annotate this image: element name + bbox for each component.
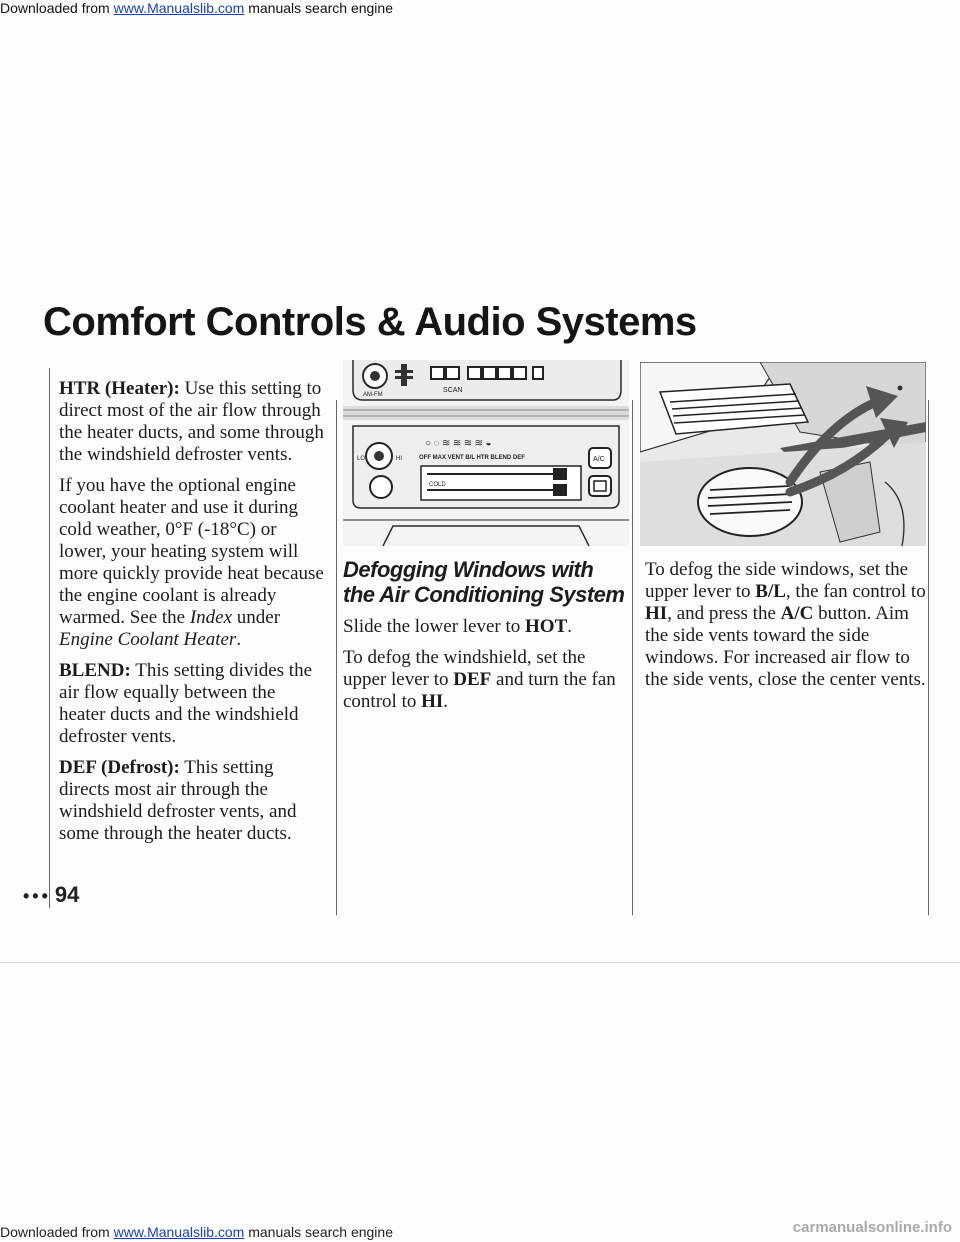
left-text-column: HTR (Heater): Use this setting to direct… [59, 378, 325, 854]
side-vent-figure [640, 362, 926, 546]
svg-text:○ ◌ ≋ ≋ ≋ ≋ ◒: ○ ◌ ≋ ≋ ≋ ≋ ◒ [425, 438, 492, 449]
download-banner-bottom: Downloaded from www.Manualslib.com manua… [0, 1224, 393, 1240]
right-text-column: To defog the side windows, set the upper… [645, 559, 927, 700]
airflow-arrow-lower [785, 427, 895, 497]
blend-paragraph: BLEND: This setting divides the air flow… [59, 660, 313, 747]
right-margin-rule [928, 400, 929, 915]
page-number: •••94 [23, 882, 80, 907]
download-banner: Downloaded from www.Manualslib.com manua… [0, 0, 393, 16]
page-bottom-line [0, 962, 960, 963]
banner-prefix: Downloaded from [0, 0, 110, 16]
defogging-heading: Defogging Windows with the Air Condition… [343, 557, 625, 607]
defroster-vent [658, 383, 810, 435]
banner-suffix: manuals search engine [248, 0, 393, 16]
manualslib-link[interactable]: www.Manualslib.com [113, 0, 245, 16]
def-paragraph: DEF (Defrost): This setting directs most… [59, 757, 297, 844]
lo-label: LO [357, 456, 365, 462]
mode-labels: OFF MAX VENT B/L HTR BLEND DEF [419, 455, 525, 461]
htr-paragraph: HTR (Heater): Use this setting to direct… [59, 378, 324, 465]
watermark: carmanualsonline.info [792, 1219, 952, 1236]
left-margin-rule [49, 368, 50, 908]
climate-panel-figure: SCAN AM-FM LO HI OFF MAX VENT B/L HTR BL… [343, 360, 629, 546]
column-divider-1 [336, 400, 337, 915]
lower-lever-paragraph: Slide the lower lever to HOT. [343, 616, 573, 637]
side-vent [697, 467, 803, 537]
windshield-defog-paragraph: To defog the windshield, set the upper l… [343, 647, 616, 712]
side-vent-drawing [640, 362, 926, 546]
coolant-paragraph: If you have the optional engine coolant … [59, 475, 324, 650]
side-window-defog-paragraph: To defog the side windows, set the upper… [645, 559, 926, 690]
manualslib-link-bottom[interactable]: www.Manualslib.com [113, 1224, 245, 1240]
ac-label: A/C [593, 456, 605, 463]
hi-label: HI [396, 456, 402, 462]
cold-label: COLD [429, 482, 446, 488]
page-title: Comfort Controls & Audio Systems [43, 300, 697, 344]
am-fm-label: AM-FM [363, 392, 383, 398]
airflow-arrow-upper [785, 397, 881, 487]
column-divider-2 [632, 400, 633, 915]
middle-text-column: Defogging Windows with the Air Condition… [343, 557, 627, 722]
climate-panel-drawing: SCAN AM-FM LO HI OFF MAX VENT B/L HTR BL… [343, 360, 629, 546]
scan-label: SCAN [443, 387, 462, 394]
